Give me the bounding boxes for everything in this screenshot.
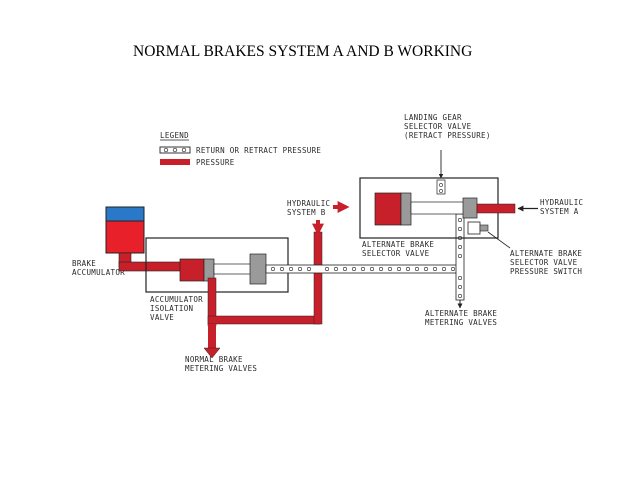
brake-accumulator-label: BRAKE ACCUMULATOR	[72, 259, 125, 277]
system-a-pressure-line	[476, 203, 516, 214]
alternate-metering-label: ALTERNATE BRAKE METERING VALVES	[425, 309, 502, 327]
alternate-selector-label: ALTERNATE BRAKE SELECTOR VALVE	[362, 240, 439, 258]
alternate-selector-valve	[374, 179, 478, 226]
isolation-valve	[179, 253, 267, 285]
isolation-valve-label: ACCUMULATOR ISOLATION VALVE	[150, 295, 208, 322]
hydraulic-system-a-label: HYDRAULIC SYSTEM A	[540, 198, 588, 216]
legend-pressure-symbol	[160, 159, 190, 165]
legend-return-label: RETURN OR RETRACT PRESSURE	[196, 146, 321, 155]
normal-brake-metering-label: NORMAL BRAKE METERING VALVES	[185, 355, 257, 373]
legend-pressure-label: PRESSURE	[196, 158, 235, 167]
pressure-switch-label: ALTERNATE BRAKE SELECTOR VALVE PRESSURE …	[510, 249, 587, 276]
page-title: NORMAL BRAKES SYSTEM A AND B WORKING	[133, 43, 473, 60]
return-line	[265, 213, 465, 309]
pressure-switch	[467, 221, 511, 249]
legend-return-symbol	[159, 146, 191, 154]
landing-gear-selector-label: LANDING GEAR SELECTOR VALVE (RETRACT PRE…	[404, 113, 491, 140]
normal-brake-pressure-line	[203, 231, 323, 359]
legend-heading: LEGEND	[160, 131, 189, 140]
hydraulic-system-b-label: HYDRAULIC SYSTEM B	[287, 199, 335, 217]
legend: LEGEND RETURN OR RETRACT PRESSURE PRESSU…	[159, 131, 321, 167]
brake-accumulator	[105, 206, 145, 268]
